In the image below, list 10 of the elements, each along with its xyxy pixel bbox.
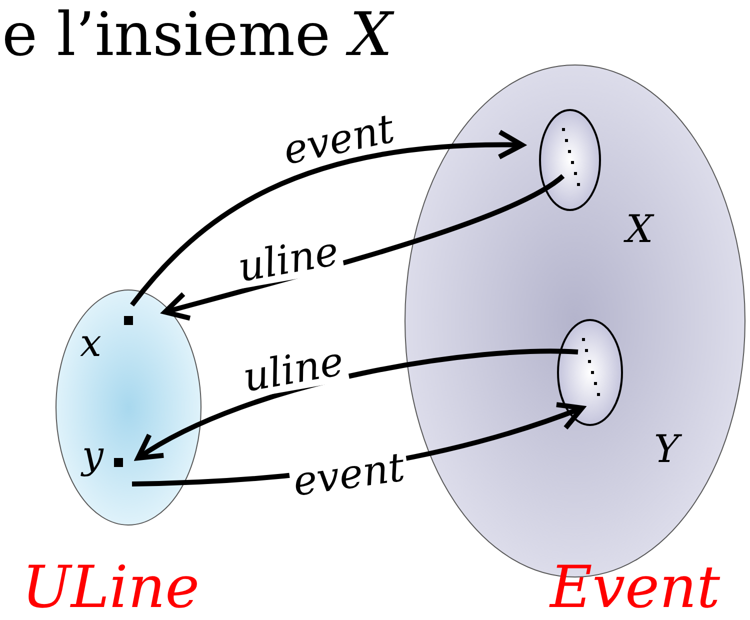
subset-label: Y bbox=[654, 430, 680, 468]
arrow bbox=[162, 174, 564, 321]
title: e l’insieme X bbox=[2, 2, 392, 68]
arrow bbox=[136, 348, 578, 460]
set-label: ULine bbox=[22, 558, 200, 616]
set-label: Event bbox=[550, 558, 720, 616]
element-label: x bbox=[80, 324, 102, 362]
element-label: y bbox=[82, 436, 104, 474]
arrow bbox=[130, 130, 524, 307]
subset-label: X bbox=[626, 210, 654, 248]
